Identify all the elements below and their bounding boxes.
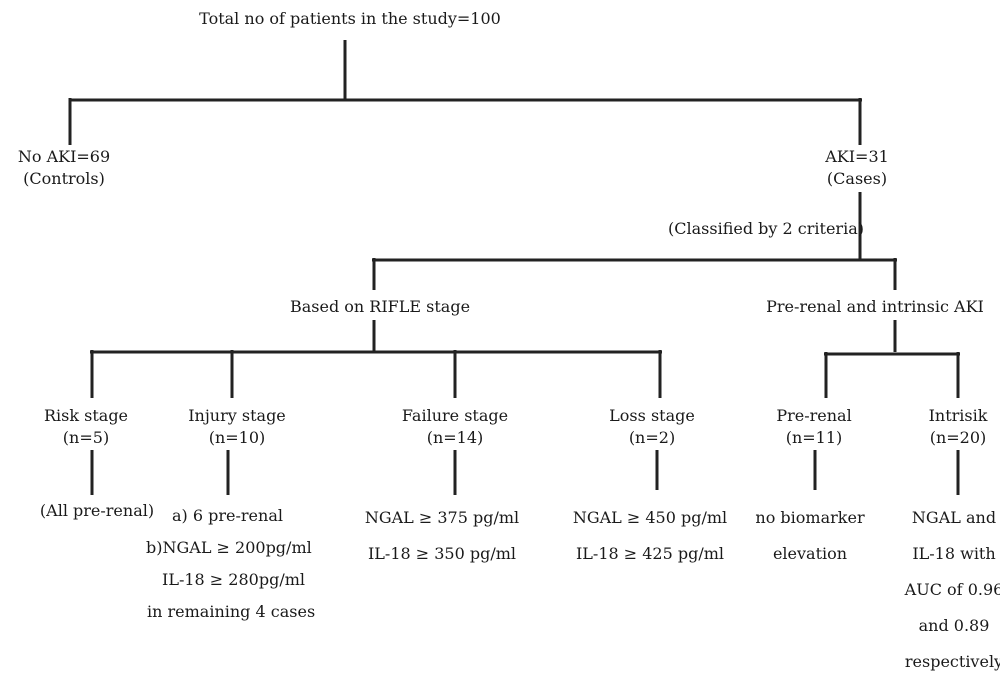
injury-detail-line: b)NGAL ≥ 200pg/ml (146, 538, 312, 557)
injury-detail-line: a) 6 pre-renal (172, 506, 283, 525)
no-aki-count: No AKI=69 (17, 147, 111, 166)
intrinsic-count: (n=20) (929, 428, 987, 447)
intrinsic-detail-line: NGAL and (911, 508, 997, 527)
intrinsic-detail: NGAL and IL-18 with AUC of 0.96 and 0.89… (905, 500, 1000, 680)
intrinsic-node: Intrisik (n=20) (929, 405, 988, 449)
risk-stage-node: Risk stage (n=5) (44, 405, 128, 449)
rifle-node: Based on RIFLE stage (290, 296, 470, 318)
risk-stage-title: Risk stage (43, 406, 129, 425)
prerenal-title: Pre-renal (776, 406, 852, 425)
loss-detail-line: NGAL ≥ 450 pg/ml (572, 508, 728, 527)
injury-stage-count: (n=10) (208, 428, 266, 447)
injury-stage-title: Injury stage (188, 406, 286, 425)
loss-stage-title: Loss stage (609, 406, 695, 425)
injury-detail-line: IL-18 ≥ 280pg/ml (162, 570, 305, 589)
intrinsic-detail-line: AUC of 0.96 (904, 580, 1000, 599)
failure-detail-line: IL-18 ≥ 350 pg/ml (367, 544, 517, 563)
rifle-label: Based on RIFLE stage (289, 297, 471, 316)
no-aki-group: (Controls) (23, 169, 105, 188)
loss-stage-count: (n=2) (628, 428, 676, 447)
intrinsic-title: Intrisik (928, 406, 988, 425)
failure-detail: NGAL ≥ 375 pg/ml IL-18 ≥ 350 pg/ml (365, 500, 519, 572)
prerenal-node: Pre-renal (n=11) (776, 405, 851, 449)
risk-stage-count: (n=5) (62, 428, 110, 447)
failure-detail-line: NGAL ≥ 375 pg/ml (364, 508, 520, 527)
loss-detail-line: IL-18 ≥ 425 pg/ml (575, 544, 725, 563)
root-node: Total no of patients in the study=100 (199, 8, 501, 30)
failure-stage-title: Failure stage (401, 406, 509, 425)
failure-stage-count: (n=14) (426, 428, 484, 447)
classified-node: (Classified by 2 criteria) (668, 218, 864, 240)
failure-stage-node: Failure stage (n=14) (402, 405, 508, 449)
prerenal-count: (n=11) (785, 428, 843, 447)
intrinsic-detail-line: IL-18 with (912, 544, 996, 563)
intrinsic-detail-line: and 0.89 (918, 616, 990, 635)
risk-detail-line: (All pre-renal) (39, 501, 155, 520)
root-label: Total no of patients in the study=100 (199, 9, 501, 28)
no-aki-node: No AKI=69 (Controls) (18, 146, 110, 190)
prerenal-intrinsic-label: Pre-renal and intrinsic AKI (766, 297, 984, 316)
risk-detail: (All pre-renal) (40, 500, 154, 522)
prerenal-intrinsic-node: Pre-renal and intrinsic AKI (766, 296, 984, 318)
aki-count: AKI=31 (825, 147, 889, 166)
prerenal-detail: no biomarker elevation (755, 500, 864, 572)
loss-detail: NGAL ≥ 450 pg/ml IL-18 ≥ 425 pg/ml (573, 500, 727, 572)
prerenal-detail-line: elevation (772, 544, 848, 563)
intrinsic-detail-line: respectively (904, 652, 1000, 671)
aki-group: (Cases) (826, 169, 888, 188)
injury-detail: a) 6 pre-renal b)NGAL ≥ 200pg/ml IL-18 ≥… (146, 500, 315, 628)
prerenal-detail-line: no biomarker (755, 508, 865, 527)
classified-label: (Classified by 2 criteria) (668, 219, 864, 238)
injury-detail-line: in remaining 4 cases (147, 602, 316, 621)
injury-stage-node: Injury stage (n=10) (188, 405, 286, 449)
aki-node: AKI=31 (Cases) (825, 146, 889, 190)
loss-stage-node: Loss stage (n=2) (609, 405, 695, 449)
